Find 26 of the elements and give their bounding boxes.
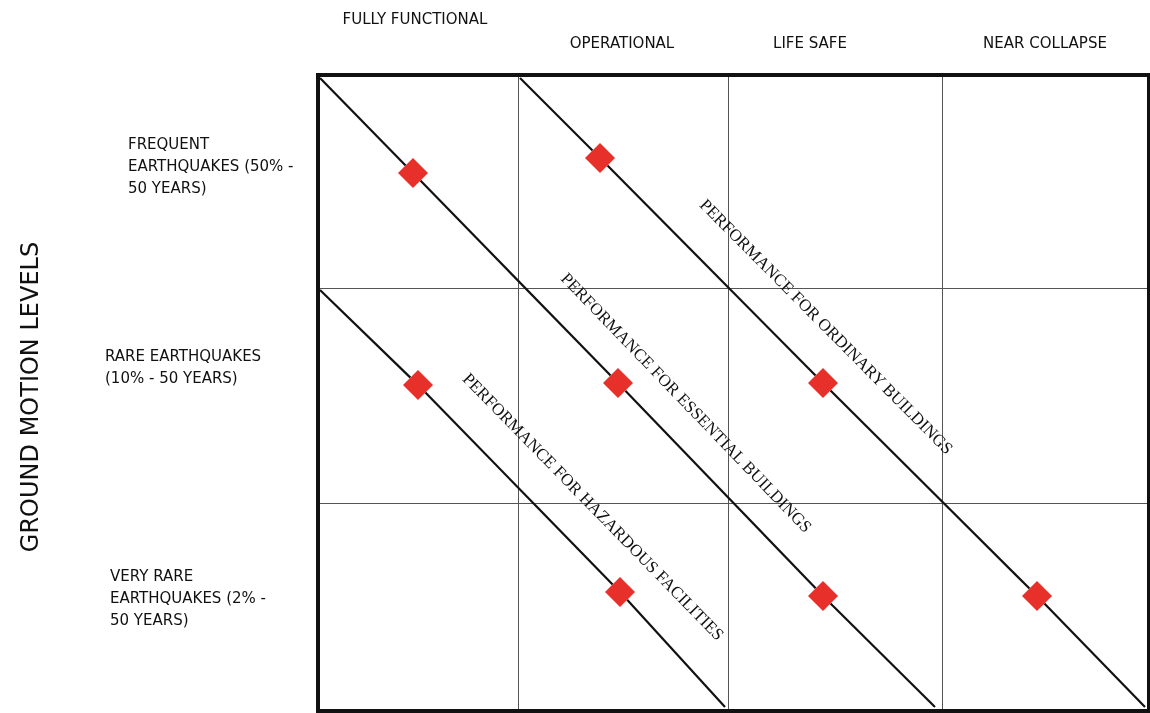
diagonal-line	[829, 602, 936, 708]
diagonal-line	[626, 599, 726, 708]
diamond-marker	[603, 368, 633, 398]
diagonal-line	[624, 389, 817, 590]
column-header: FULLY FUNCTIONAL	[341, 9, 489, 30]
diagonal-line	[829, 389, 1031, 590]
row-header: FREQUENT EARTHQUAKES (50% - 50 YEARS)	[128, 134, 295, 199]
column-header: OPERATIONAL	[568, 33, 676, 54]
row-header: RARE EARTHQUAKES (10% - 50 YEARS)	[105, 346, 263, 389]
diamond-marker	[403, 370, 433, 400]
diagonal-line	[1043, 602, 1146, 708]
diagonal-line	[319, 77, 407, 167]
diagonal-line	[319, 289, 412, 379]
axis-title: GROUND MOTION LEVELS	[16, 241, 44, 553]
diamond-marker	[1022, 581, 1052, 611]
diagonal-line	[519, 77, 594, 152]
diagonal-line	[424, 391, 614, 586]
row-header: VERY RARE EARTHQUAKES (2% - 50 YEARS)	[110, 566, 267, 631]
diagonal-line	[606, 164, 817, 377]
diamond-marker	[585, 143, 615, 173]
diamond-marker	[605, 577, 635, 607]
diamond-marker	[808, 581, 838, 611]
column-header: LIFE SAFE	[772, 33, 848, 54]
column-header: NEAR COLLAPSE	[982, 33, 1108, 54]
diamond-marker	[398, 158, 428, 188]
diagonal-line	[419, 179, 612, 377]
